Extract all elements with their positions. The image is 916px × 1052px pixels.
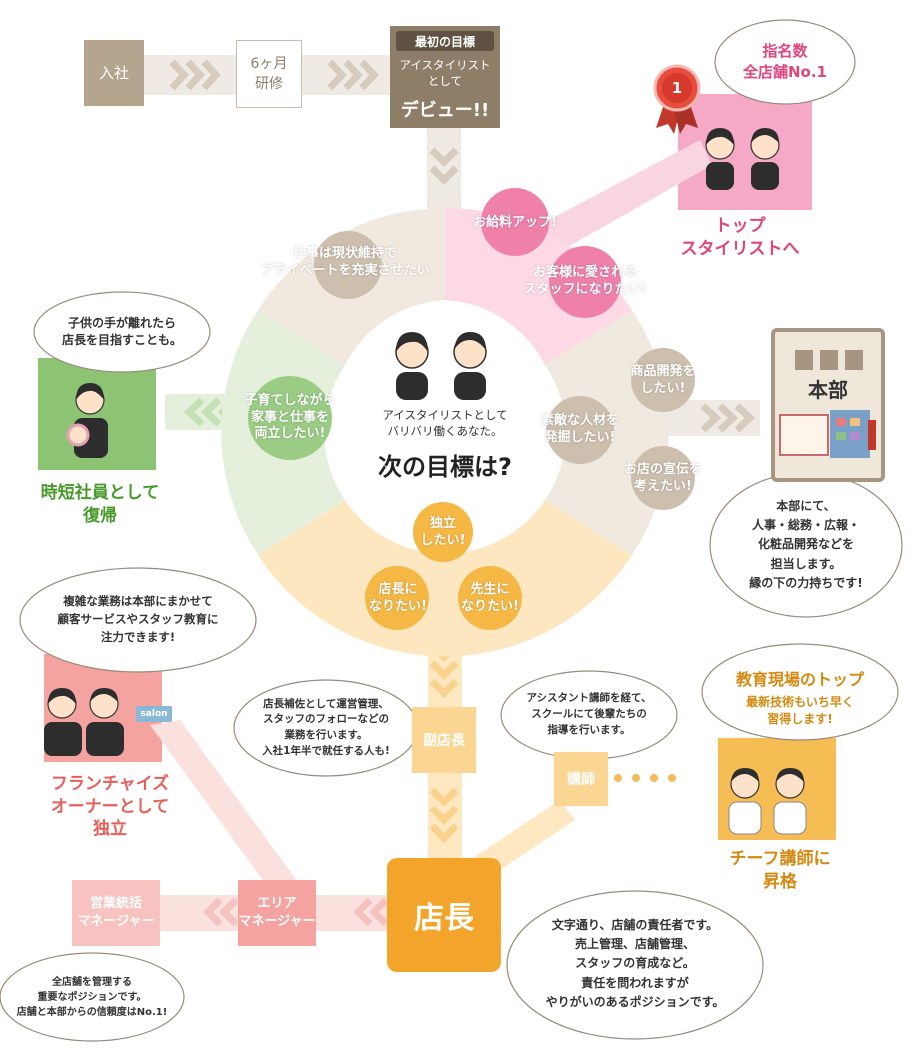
option-product: 商品開発を したい!	[630, 364, 696, 396]
instructor-bubble-text: アシスタント講師を経て、 スクールにて後輩たちの 指導を行います。	[526, 692, 652, 736]
store-manager-box: 店長	[387, 858, 501, 972]
option-childcare: 子育てしながら 家事と仕事を 両立したい!	[244, 392, 336, 442]
vice-manager-label: 副店長	[423, 733, 465, 749]
option-salary: お給料アップ!	[473, 214, 557, 230]
training-step: 6ヶ月 研修	[236, 40, 302, 108]
franchise-label: フランチャイズ オーナーとして 独立	[50, 773, 170, 840]
building-shape	[771, 328, 885, 482]
join-label: 入社	[98, 63, 129, 82]
character-figures	[44, 128, 807, 835]
franchise-bubble-text: 複雑な業務は本部にまかせて 顧客サービスやスタッフ教育に 注力できます!	[57, 594, 219, 644]
chief-bubble-sub: 最新技術もいち早く 習得します!	[746, 694, 854, 726]
sales-manager-box: 営業統括 マネージャー	[72, 880, 160, 946]
area-manager-label: エリア マネージャー	[238, 896, 316, 929]
dots-connector	[614, 774, 676, 782]
option-teacher: 先生に なりたい!	[461, 582, 519, 614]
center-title: 次の目標は?	[378, 452, 512, 481]
salon-sign: salon	[136, 706, 172, 722]
area-manager-box: エリア マネージャー	[238, 880, 316, 946]
first-goal-tag: 最初の目標	[396, 31, 494, 51]
first-goal-tag-text: 最初の目標	[414, 34, 475, 49]
instructor-label: 講師	[567, 772, 595, 788]
chief-bubble-title: 教育現場のトップ	[735, 670, 864, 689]
option-loved: お客様に愛される スタッフになりたい!	[523, 265, 647, 297]
instructor-box: 講師	[554, 752, 608, 806]
debut-line1: アイスタイリスト として	[399, 58, 491, 88]
center-subtitle: アイスタイリストとして バリバリ働くあなた。	[382, 407, 508, 438]
join-step: 入社	[84, 40, 144, 106]
option-manager: 店長に なりたい!	[369, 582, 427, 614]
option-private: 仕事は現状維持で プライベートを充実させたい	[260, 246, 430, 278]
option-promo: お店の宣伝を 考えたい!	[623, 462, 702, 494]
hq-bubble-text: 本部にて、 人事・総務・広報・ 化粧品開発などを 担当します。 縁の下の力持ちで…	[749, 499, 863, 590]
hq-label: 本部	[790, 372, 866, 404]
option-talent: 素敵な人材を 発掘したい!	[540, 413, 619, 445]
store-manager-bubble-text: 文字通り、店舗の責任者です。 売上管理、店舗管理、 スタッフの育成など。 責任を…	[545, 918, 725, 1009]
option-independent: 独立 したい!	[420, 516, 466, 548]
debut-step: 最初の目標 アイスタイリスト として デビュー!!	[390, 26, 500, 128]
debut-line2: デビュー!!	[400, 100, 490, 121]
top-stylist-label: トップ スタイリストへ	[680, 216, 800, 259]
training-label: 6ヶ月 研修	[250, 55, 288, 92]
vice-manager-box: 副店長	[412, 707, 476, 773]
short-time-bubble-text: 子供の手が離れたら 店長を目指すことも。	[61, 315, 182, 347]
medal-shape	[653, 64, 701, 134]
bubble-shapes	[0, 19, 903, 1042]
sales-manager-bubble-text: 全店舗を管理する 重要なポジションです。 店舗と本部からの信頼度はNo.1!	[16, 976, 168, 1018]
store-manager-label: 店長	[414, 901, 474, 936]
sales-manager-label: 営業統括 マネージャー	[77, 896, 155, 929]
rank-number: 1	[671, 79, 683, 97]
option-circles	[248, 188, 695, 630]
short-time-label: 時短社員として 復帰	[40, 483, 160, 526]
chief-label: チーフ講師に 昇格	[729, 849, 831, 892]
vice-manager-bubble-text: 店長補佐として運営管理、 スタッフのフォローなどの 業務を行います。 入社1年半…	[262, 697, 390, 757]
top-stylist-bubble-text: 指名数 全店舗No.1	[743, 42, 827, 81]
